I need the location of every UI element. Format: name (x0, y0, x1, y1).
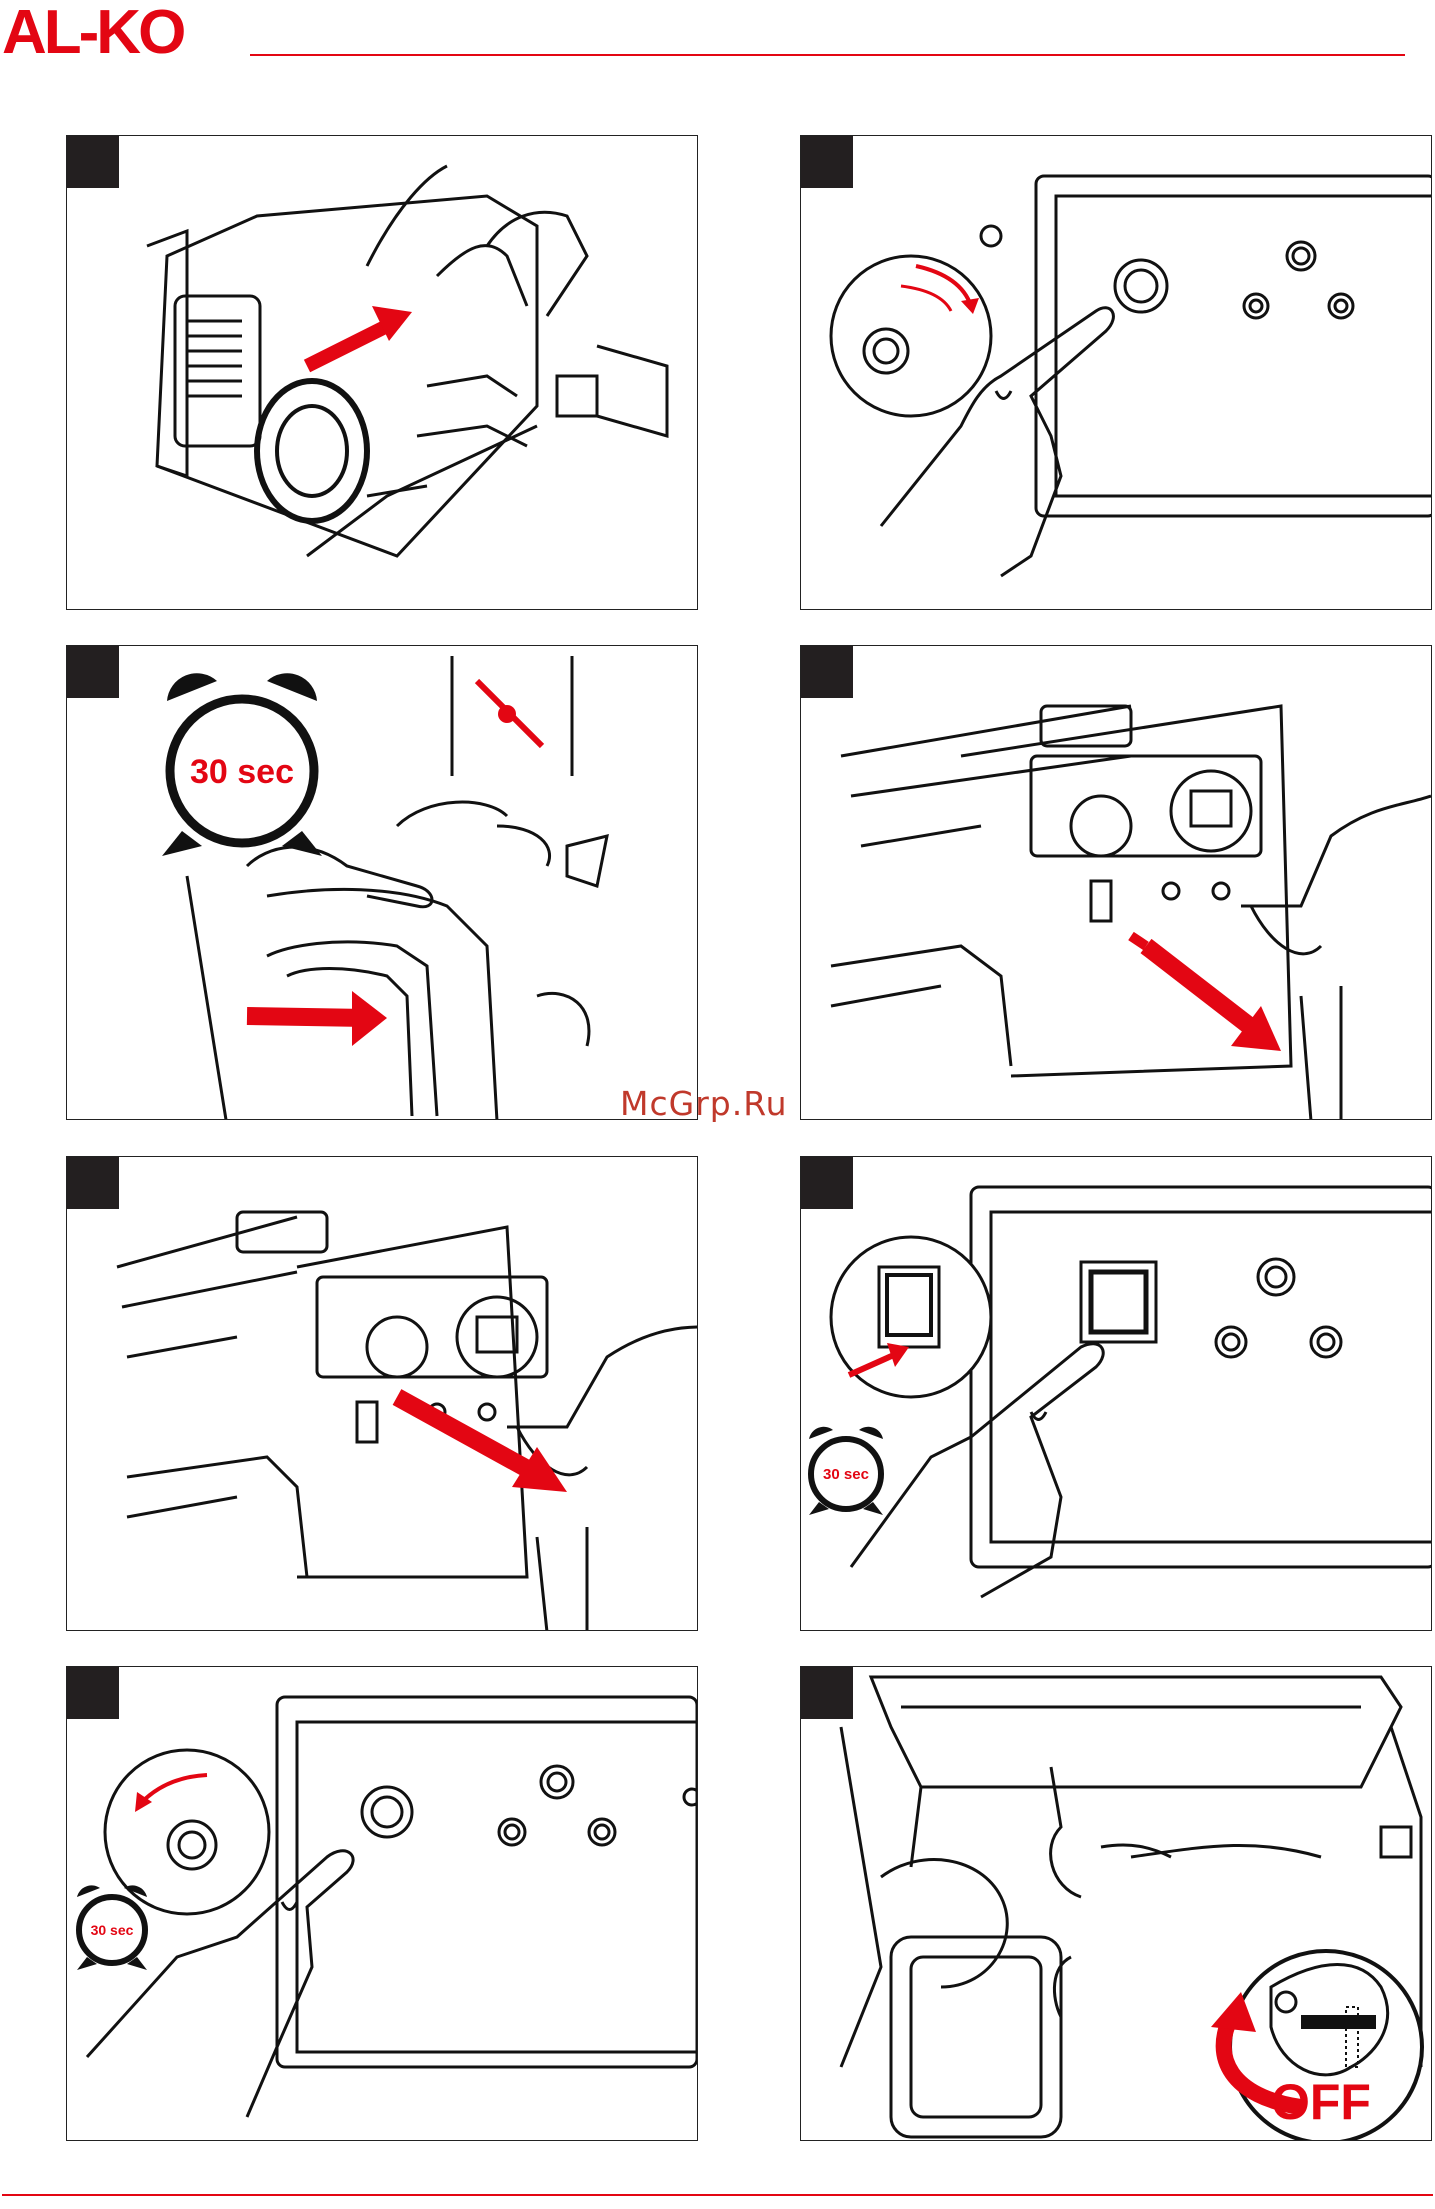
plug-remove-illustration (67, 1157, 698, 1631)
footer-rule (2, 2194, 1433, 2196)
generator-pull-start-illustration (67, 136, 698, 610)
step-panel-4 (800, 645, 1432, 1120)
watermark: McGrp.Ru (620, 1084, 788, 1123)
step-panel-6: 30 sec (800, 1156, 1432, 1631)
control-panel-knob-illustration (801, 136, 1432, 610)
header-rule (250, 54, 1405, 56)
fuel-tap-off-illustration: OFF (801, 1667, 1432, 2141)
step-panel-1 (66, 135, 698, 610)
timer-label: 30 sec (91, 1922, 134, 1938)
choke-lever-illustration: 30 sec (67, 646, 698, 1120)
off-label: OFF (1271, 2074, 1371, 2130)
step-panel-2 (800, 135, 1432, 610)
power-switch-illustration: 30 sec (801, 1157, 1432, 1631)
step-panel-8: OFF (800, 1666, 1432, 2141)
step-panel-7: 30 sec (66, 1666, 698, 2141)
step-panel-3: 30 sec (66, 645, 698, 1120)
timer-label: 30 sec (823, 1466, 869, 1483)
alarm-clock-icon: 30 sec (809, 1427, 883, 1515)
step-panel-5 (66, 1156, 698, 1631)
control-panel-knob-off-illustration: 30 sec (67, 1667, 698, 2141)
timer-label: 30 sec (190, 753, 294, 791)
alarm-clock-icon: 30 sec (162, 673, 322, 856)
brand-logo: AL-KO (2, 2, 183, 64)
plug-insert-illustration (801, 646, 1432, 1120)
